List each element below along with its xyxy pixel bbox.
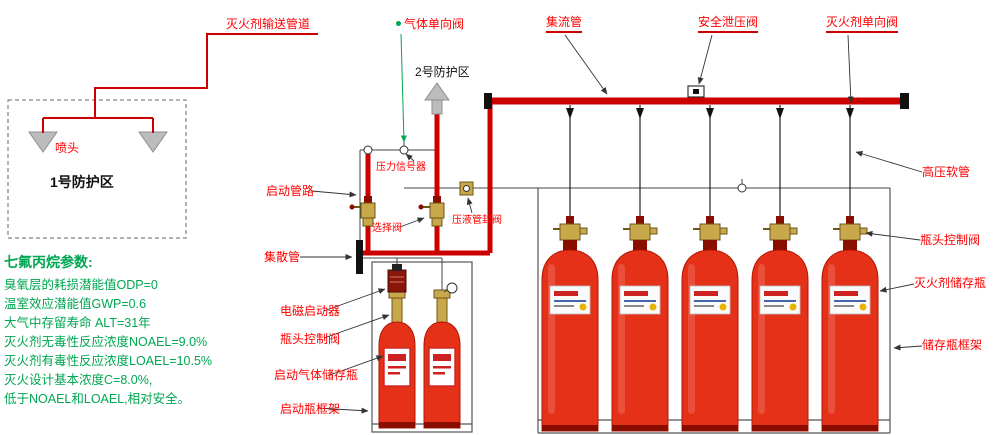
label-start-pipeline: 启动管路 [266,184,315,198]
agent-cylinder [681,215,739,432]
label-gas-check-valve-text: 气体单向阀 [404,17,465,31]
selector-valve-icons [349,196,445,227]
starter-cylinder [423,289,461,429]
label-agent-check-valve: 灭火剂单向阀 [826,15,899,33]
parameter-line: 低于NOAEL和LOAEL,相对安全。 [4,392,191,406]
label-hp-hose: 高压软管 [922,165,971,179]
agent-cylinder [751,215,809,432]
protection-zone-1-box [7,99,187,239]
label-distribution-pipe: 集散管 [264,250,301,264]
zone2-arrow-icon [424,82,450,115]
agent-check-valve-icons [566,108,854,119]
label-agent-delivery-pipe: 灭火剂输送管道 [226,17,311,31]
distribution-pipe-icon [356,240,363,274]
safety-relief-valve-icon [687,85,705,98]
red-piping [42,33,909,256]
label-liquid-seal-valve: 压液管封阀 [452,215,502,226]
parameters-block: 七氟丙烷参数: 臭氧层的耗损潜能值ODP=0 温室效应潜能值GWP=0.6 大气… [4,252,212,409]
label-bottle-head-valve-right: 瓶头控制阀 [920,233,981,247]
parameter-line: 大气中存留寿命 ALT=31年 [4,316,151,330]
agent-cylinder [541,215,599,432]
label-pressure-signal: 压力信号器 [376,162,426,173]
agent-cylinder [821,215,879,432]
green-dot-icon [396,21,401,27]
label-agent-storage-bottle: 灭火剂储存瓶 [914,276,987,290]
parameters-title: 七氟丙烷参数: [4,254,93,270]
label-safety-relief-valve: 安全泄压阀 [698,15,759,33]
label-selector-valve: 选择阀 [372,223,402,234]
label-gas-check-valve: 气体单向阀 [396,17,465,32]
parameter-line: 灭火剂有毒性反应浓度LOAEL=10.5% [4,354,213,368]
leader-lines [300,33,923,414]
pressure-gauge-icon [443,282,458,294]
liquid-seal-valve-icon [459,181,474,196]
agent-cylinders [541,215,879,432]
label-starter-gas-bottle: 启动气体储存瓶 [274,368,359,382]
start-gas-lines [359,149,890,290]
hose-risers [569,105,851,217]
nozzle-icons [28,131,168,153]
parameter-line: 灭火设计基本浓度C=8.0%, [4,373,153,387]
pressure-signal-icons [363,140,747,193]
solenoid-starter-icon [387,264,407,293]
label-collecting-pipe: 集流管 [546,15,583,33]
starter-cylinder [378,289,416,429]
label-nozzle: 喷头 [55,141,80,155]
label-zone1: 1号防护区 [50,174,114,190]
label-storage-frame: 储存瓶框架 [922,338,983,352]
parameter-line: 温室效应潜能值GWP=0.6 [4,297,147,311]
starter-cylinders [378,289,461,429]
label-bottle-head-valve-left: 瓶头控制阀 [280,332,341,346]
agent-cylinder [611,215,669,432]
label-starter-frame: 启动瓶框架 [280,402,341,416]
parameter-line: 臭氧层的耗损潜能值ODP=0 [4,278,158,292]
parameter-line: 灭火剂无毒性反应浓度NOAEL=9.0% [4,335,208,349]
label-zone2: 2号防护区 [415,65,470,79]
label-solenoid-starter: 电磁启动器 [280,304,341,318]
